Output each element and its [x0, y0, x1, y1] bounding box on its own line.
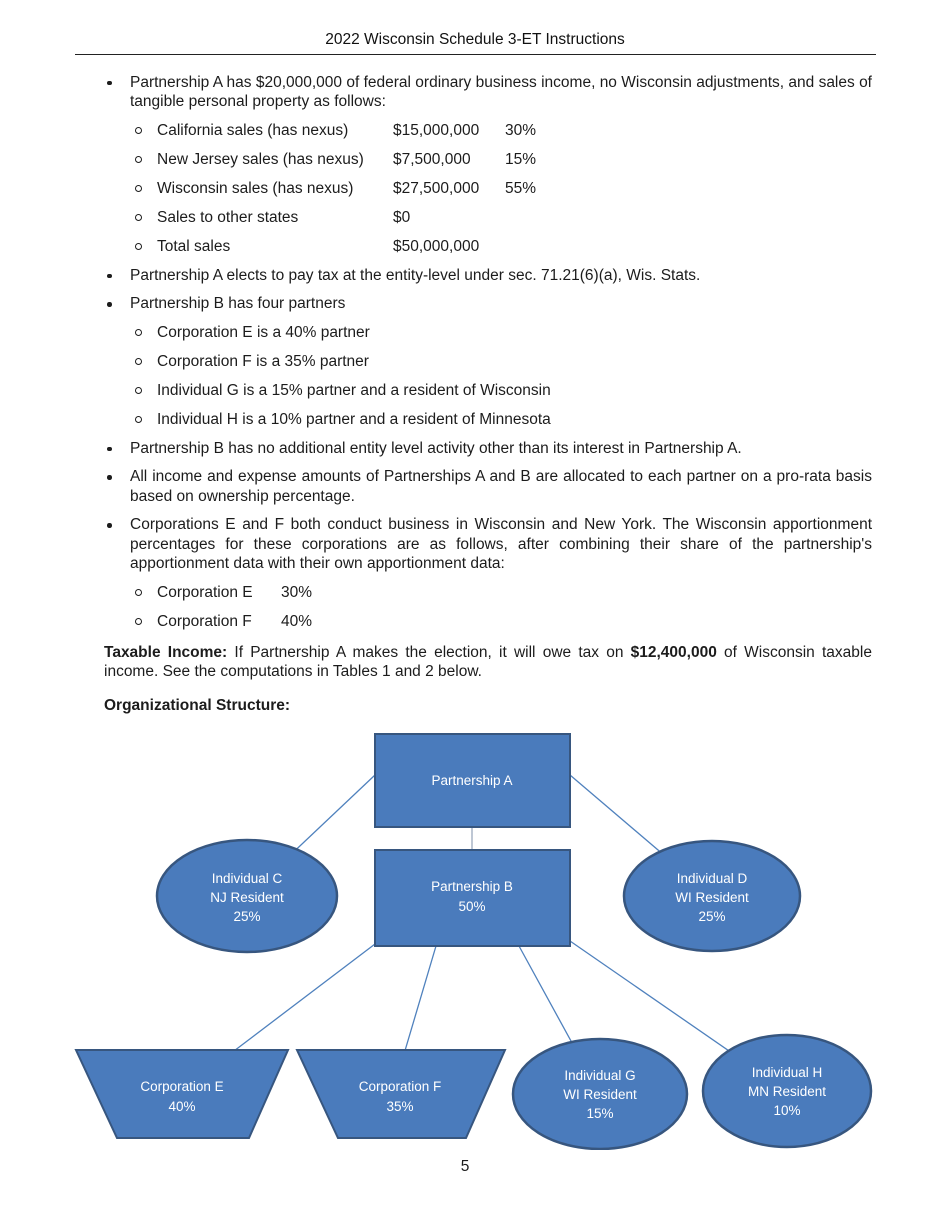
node-corporation-f — [295, 1049, 507, 1139]
page-number: 5 — [460, 1158, 470, 1175]
connector-b-e — [229, 943, 376, 1055]
sales-label: Total sales — [157, 237, 231, 255]
bullet-partnership-a-income: Partnership A has $20,000,000 of federal… — [107, 73, 872, 110]
apportionment-percent: 30% — [281, 583, 313, 601]
page-title: 2022 Wisconsin Schedule 3-ET Instruction… — [325, 31, 625, 48]
label-corporation-f-pct: 35% — [386, 1099, 413, 1114]
bullet-allocation: All income and expense amounts of Partne… — [107, 468, 872, 505]
org-structure-heading: Organizational Structure: — [104, 696, 291, 714]
label-partnership-b-pct: 50% — [458, 899, 485, 914]
sales-amount: $15,000,000 — [393, 121, 480, 139]
partner-detail: Individual H is a 10% partner and a resi… — [135, 410, 872, 430]
label-corporation-e-pct: 40% — [168, 1099, 195, 1114]
node-corporation-e — [74, 1049, 290, 1139]
header-divider — [75, 53, 876, 55]
node-individual-c — [155, 838, 339, 954]
sales-label: Wisconsin sales (has nexus) — [157, 179, 354, 197]
label-individual-c-pct: 25% — [233, 909, 260, 924]
label-individual-d-residency: WI Resident — [675, 890, 749, 905]
sales-amount: $0 — [393, 208, 411, 226]
node-partnership-b — [374, 849, 571, 947]
apportionment-percent: 40% — [281, 612, 313, 630]
sales-row: Total sales $50,000,000 — [135, 237, 872, 257]
bullet-partnership-a-election: Partnership A elects to pay tax at the e… — [107, 266, 872, 286]
sales-row: California sales (has nexus) $15,000,000… — [135, 121, 872, 141]
partner-detail: Corporation E is a 40% partner — [135, 323, 872, 343]
label-individual-c-residency: NJ Resident — [210, 890, 284, 905]
sales-label: New Jersey sales (has nexus) — [157, 150, 364, 168]
label-individual-g: Individual G — [564, 1068, 635, 1083]
taxable-income-amount: $12,400,000 — [630, 643, 717, 661]
page-header: 2022 Wisconsin Schedule 3-ET Instruction… — [0, 0, 950, 50]
taxable-income-text-2: of Wisconsin taxable income. See the com… — [104, 643, 872, 681]
apportionment-row: Corporation F 40% — [135, 612, 872, 632]
node-individual-h — [701, 1033, 873, 1149]
sales-percent: 30% — [505, 121, 537, 139]
label-corporation-e: Corporation E — [140, 1079, 223, 1094]
label-partnership-a: Partnership A — [431, 773, 512, 788]
bullet-partnership-b-partners: Partnership B has four partners — [107, 294, 872, 314]
sales-row: Sales to other states $0 — [135, 208, 872, 228]
sales-amount: $27,500,000 — [393, 179, 480, 197]
apportionment-row: Corporation E 30% — [135, 583, 872, 603]
label-individual-d: Individual D — [677, 871, 748, 886]
bullet-partnership-b-activity: Partnership B has no additional entity l… — [107, 439, 872, 459]
label-corporation-f: Corporation F — [359, 1079, 442, 1094]
label-individual-h: Individual H — [752, 1065, 823, 1080]
taxable-income-label: Taxable Income: — [104, 643, 228, 661]
label-individual-h-residency: MN Resident — [748, 1084, 826, 1099]
sales-row: New Jersey sales (has nexus) $7,500,000 … — [135, 150, 872, 170]
node-partnership-a — [374, 733, 571, 828]
partner-detail: Individual G is a 15% partner and a resi… — [135, 381, 872, 401]
label-individual-h-pct: 10% — [773, 1103, 800, 1118]
sales-amount: $50,000,000 — [393, 237, 480, 255]
label-individual-d-pct: 25% — [698, 909, 725, 924]
label-individual-g-pct: 15% — [586, 1106, 613, 1121]
node-individual-d — [622, 839, 802, 953]
instructions-list: Partnership A has $20,000,000 of federal… — [0, 55, 950, 632]
node-individual-g — [511, 1037, 689, 1150]
label-individual-c: Individual C — [212, 871, 283, 886]
connector-b-f — [403, 945, 437, 1055]
taxable-income-text-1: If Partnership A makes the election, it … — [227, 643, 631, 661]
org-structure-diagram: Partnership A Partnership B 50% Individu… — [74, 733, 873, 1150]
apportionment-label: Corporation E — [157, 583, 253, 601]
label-partnership-b: Partnership B — [431, 879, 513, 894]
taxable-income-paragraph: Taxable Income: If Partnership A makes t… — [0, 641, 950, 682]
label-individual-g-residency: WI Resident — [563, 1087, 637, 1102]
sales-label: Sales to other states — [157, 208, 299, 226]
sales-row: Wisconsin sales (has nexus) $27,500,000 … — [135, 179, 872, 199]
sales-percent: 55% — [505, 179, 537, 197]
partner-detail: Corporation F is a 35% partner — [135, 352, 872, 372]
bullet-apportionment: Corporations E and F both conduct busine… — [107, 516, 872, 572]
apportionment-label: Corporation F — [157, 612, 252, 630]
sales-percent: 15% — [505, 150, 537, 168]
sales-label: California sales (has nexus) — [157, 121, 349, 139]
sales-amount: $7,500,000 — [393, 150, 471, 168]
